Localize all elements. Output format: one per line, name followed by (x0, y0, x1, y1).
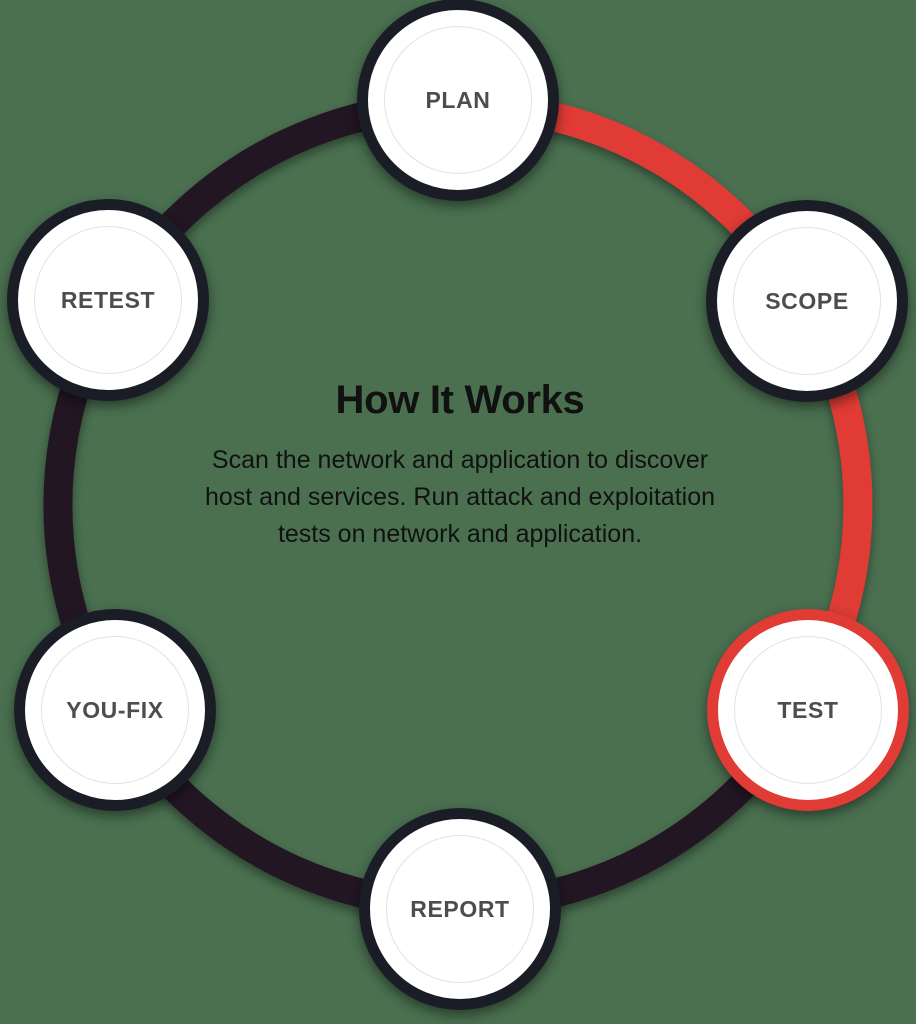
node-inner-ring (386, 835, 534, 983)
node-inner-ring (384, 26, 532, 174)
cycle-node-test[interactable]: TEST (707, 609, 909, 811)
cycle-node-you-fix[interactable]: YOU-FIX (14, 609, 216, 811)
cycle-node-label-report: REPORT (410, 895, 510, 922)
cycle-node-label-you-fix: YOU-FIX (66, 696, 164, 723)
node-inner-ring (734, 636, 882, 784)
cycle-node-label-scope: SCOPE (765, 287, 849, 314)
cycle-node-scope[interactable]: SCOPE (706, 200, 908, 402)
cycle-node-retest[interactable]: RETEST (7, 199, 209, 401)
cycle-node-label-test: TEST (777, 696, 839, 723)
cycle-node-label-retest: RETEST (60, 286, 156, 313)
node-inner-ring (733, 227, 881, 375)
cycle-node-report[interactable]: REPORT (359, 808, 561, 1010)
cycle-node-plan[interactable]: PLAN (357, 0, 559, 201)
node-inner-ring (41, 636, 189, 784)
cycle-node-label-plan: PLAN (425, 86, 491, 113)
node-inner-ring (34, 226, 182, 374)
